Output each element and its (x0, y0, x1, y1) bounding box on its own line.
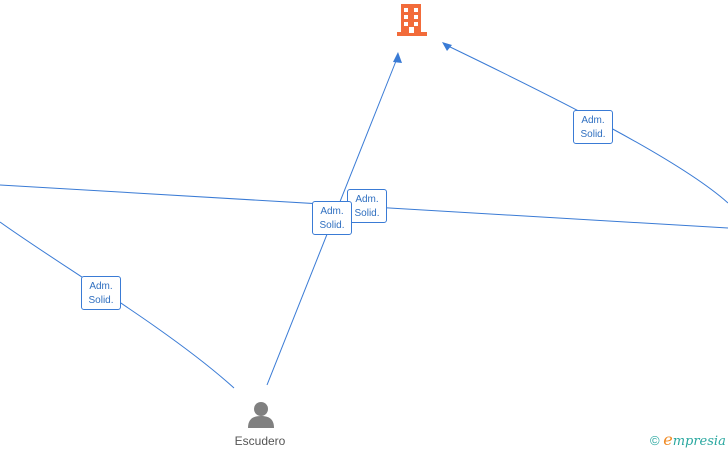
role-line-2: Solid. (354, 208, 380, 219)
role-label-adm-solid[interactable]: Adm. Solid. (347, 189, 387, 223)
arrowhead (442, 42, 452, 51)
brand-initial: e (663, 430, 673, 449)
role-line-2: Solid. (319, 220, 345, 231)
copyright-icon: © (650, 433, 660, 448)
role-line-1: Adm. (320, 206, 344, 217)
role-label-adm-solid[interactable]: Adm. Solid. (573, 110, 613, 144)
role-line-2: Solid. (580, 129, 606, 140)
arrowhead (393, 52, 402, 63)
role-label-adm-solid[interactable]: Adm. Solid. (312, 201, 352, 235)
role-line-2: Solid. (88, 295, 114, 306)
role-line-1: Adm. (89, 281, 113, 292)
role-label-adm-solid[interactable]: Adm. Solid. (81, 276, 121, 310)
building-icon[interactable] (397, 4, 427, 36)
brand-logo: © empresia (650, 430, 726, 449)
role-line-1: Adm. (355, 194, 379, 205)
role-line-1: Adm. (581, 115, 605, 126)
brand-name: mpresia (672, 434, 726, 449)
person-icon[interactable] (248, 402, 274, 428)
person-name-label[interactable]: Escudero (234, 434, 286, 448)
